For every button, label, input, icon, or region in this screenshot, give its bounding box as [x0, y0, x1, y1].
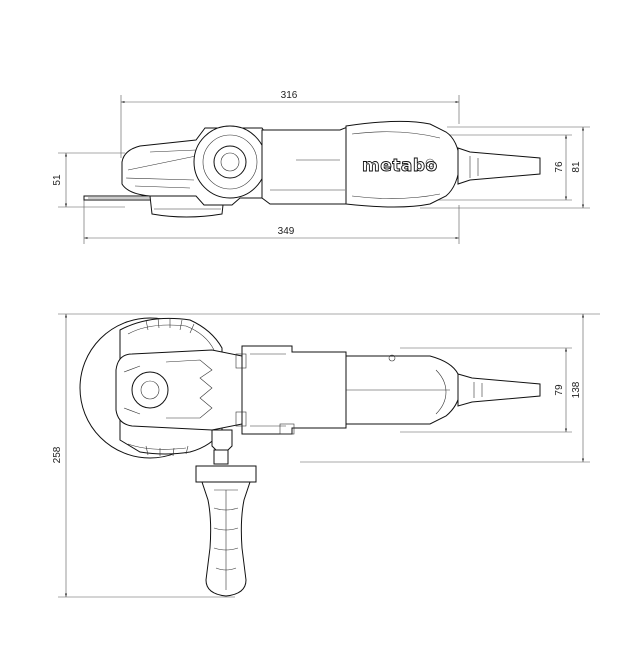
dimension-label-51: 51 [52, 174, 63, 186]
dimension-76-81: 76 81 [420, 126, 590, 209]
dimension-label-76: 76 [554, 161, 565, 173]
grinder-side-view [79, 317, 541, 597]
side-view: 258 79 138 [52, 313, 600, 598]
power-cable-sleeve [457, 147, 541, 185]
motor-housing [261, 125, 353, 205]
dimension-label-138: 138 [571, 381, 582, 398]
top-view: 316 349 51 76 81 [52, 90, 590, 244]
dimension-258: 258 [52, 313, 600, 598]
dimension-349: 349 [83, 200, 460, 244]
dimension-label-316: 316 [281, 90, 298, 101]
dimension-label-258: 258 [52, 446, 63, 463]
guard-ribs [145, 317, 195, 457]
dimension-label-79: 79 [554, 384, 565, 396]
motor-housing-side [241, 345, 347, 435]
power-cable-sleeve-side [457, 373, 541, 407]
dimension-label-349: 349 [278, 226, 295, 237]
spindle-side [131, 371, 169, 409]
brand-logo: metabo [362, 156, 438, 176]
spindle-flange-inner [213, 145, 247, 179]
auxiliary-handle [195, 449, 257, 597]
dimension-51: 51 [52, 152, 125, 208]
dimension-316: 316 [120, 90, 460, 158]
side-handle-mount [211, 429, 233, 453]
grinder-top-view: metabo [83, 120, 541, 218]
dimension-79-138: 79 138 [300, 314, 590, 463]
dimension-label-81: 81 [571, 161, 582, 173]
aux-handle-guard [195, 465, 257, 483]
